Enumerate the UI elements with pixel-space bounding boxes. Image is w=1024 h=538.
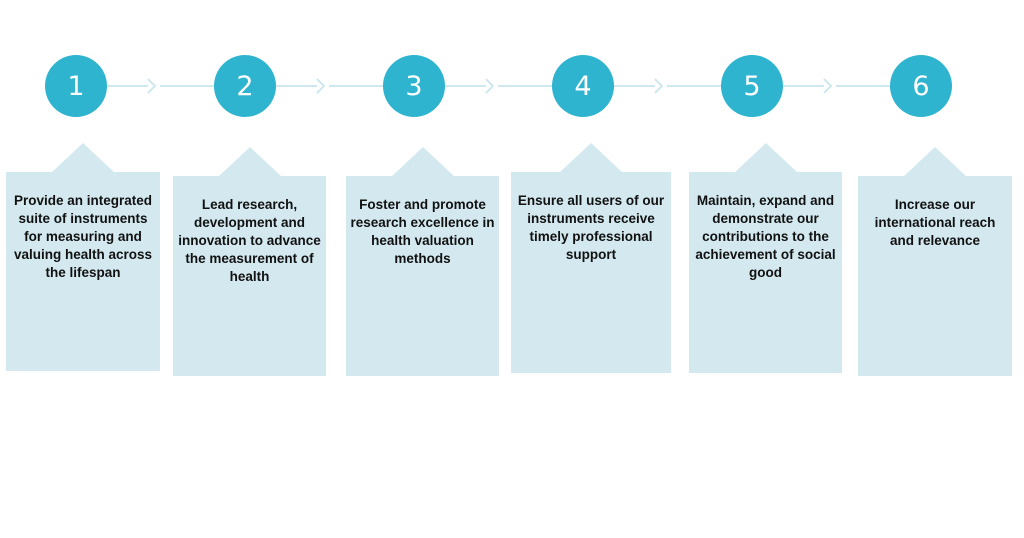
- step-5-pointer: [734, 143, 798, 173]
- step-6-circle: 6: [890, 55, 952, 117]
- step-5-box: Maintain, expand and demonstrate our con…: [689, 143, 842, 373]
- step-1-number: 1: [67, 70, 85, 102]
- step-3-box: Foster and promote research excellence i…: [346, 147, 499, 376]
- step-4-text: Ensure all users of our instruments rece…: [517, 193, 665, 262]
- step-3-pointer: [391, 147, 455, 177]
- step-6-number: 6: [912, 70, 930, 102]
- step-1-circle: 1: [45, 55, 107, 117]
- step-2-box: Lead research, development and innovatio…: [173, 147, 326, 376]
- step-4-circle: 4: [552, 55, 614, 117]
- connector-chevron-icon: [654, 78, 664, 94]
- step-3-number: 3: [405, 70, 423, 102]
- step-4-box: Ensure all users of our instruments rece…: [511, 143, 671, 373]
- step-3-circle: 3: [383, 55, 445, 117]
- step-1-pointer: [51, 143, 115, 173]
- step-6-box: Increase our international reach and rel…: [858, 147, 1012, 376]
- step-5-circle: 5: [721, 55, 783, 117]
- step-5-number: 5: [743, 70, 761, 102]
- step-6-text: Increase our international reach and rel…: [874, 197, 996, 248]
- connector-chevron-icon: [485, 78, 495, 94]
- connector-chevron-icon: [147, 78, 157, 94]
- step-2-number: 2: [236, 70, 254, 102]
- step-2-pointer: [218, 147, 282, 177]
- step-5-text: Maintain, expand and demonstrate our con…: [695, 193, 836, 280]
- connector-chevron-icon: [823, 78, 833, 94]
- step-1-box: Provide an integrated suite of instrumen…: [6, 143, 160, 371]
- step-4-number: 4: [574, 70, 592, 102]
- step-3-text: Foster and promote research excellence i…: [350, 197, 495, 266]
- connector-chevron-icon: [316, 78, 326, 94]
- step-1-text: Provide an integrated suite of instrumen…: [13, 193, 153, 280]
- step-6-pointer: [903, 147, 967, 177]
- step-2-circle: 2: [214, 55, 276, 117]
- step-4-pointer: [559, 143, 623, 173]
- step-2-text: Lead research, development and innovatio…: [178, 197, 321, 284]
